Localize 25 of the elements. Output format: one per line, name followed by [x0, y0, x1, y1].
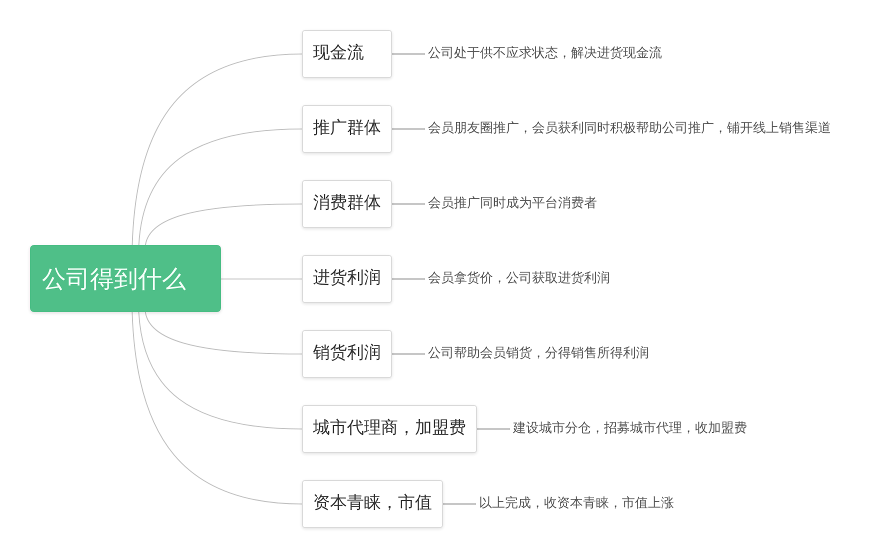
topic-box: 消费群体 — [302, 180, 392, 228]
connector-line — [476, 428, 510, 430]
description-text: 以上完成，收资本青睐，市值上涨 — [479, 495, 674, 513]
branch-line — [132, 312, 302, 504]
connector-line — [392, 128, 426, 130]
description-text: 建设城市分仓，招募城市代理，收加盟费 — [513, 420, 747, 438]
description-text: 公司帮助会员销货，分得销售所得利润 — [428, 345, 649, 363]
topic-box: 推广群体 — [302, 105, 392, 153]
branch-line — [144, 312, 302, 354]
topic-box: 资本青睐，市值 — [302, 480, 443, 528]
description-text: 会员拿货价，公司获取进货利润 — [428, 270, 610, 288]
topic-box: 销货利润 — [302, 330, 392, 378]
connector-line — [392, 278, 426, 280]
branch-line — [138, 312, 302, 430]
topic-box: 进货利润 — [302, 255, 392, 303]
branch-line — [220, 278, 302, 280]
description-text: 会员推广同时成为平台消费者 — [428, 195, 597, 213]
description-text: 公司处于供不应求状态，解决进货现金流 — [428, 45, 662, 63]
branch-line — [132, 54, 302, 246]
topic-box: 城市代理商，加盟费 — [302, 405, 477, 453]
branch-line — [138, 128, 302, 246]
description-text: 会员朋友圈推广，会员获利同时积极帮助公司推广，铺开线上销售渠道 — [428, 120, 831, 138]
central-topic-box: 公司得到什么 — [30, 245, 221, 312]
topic-box: 现金流 — [302, 30, 392, 78]
branch-line — [144, 204, 302, 246]
